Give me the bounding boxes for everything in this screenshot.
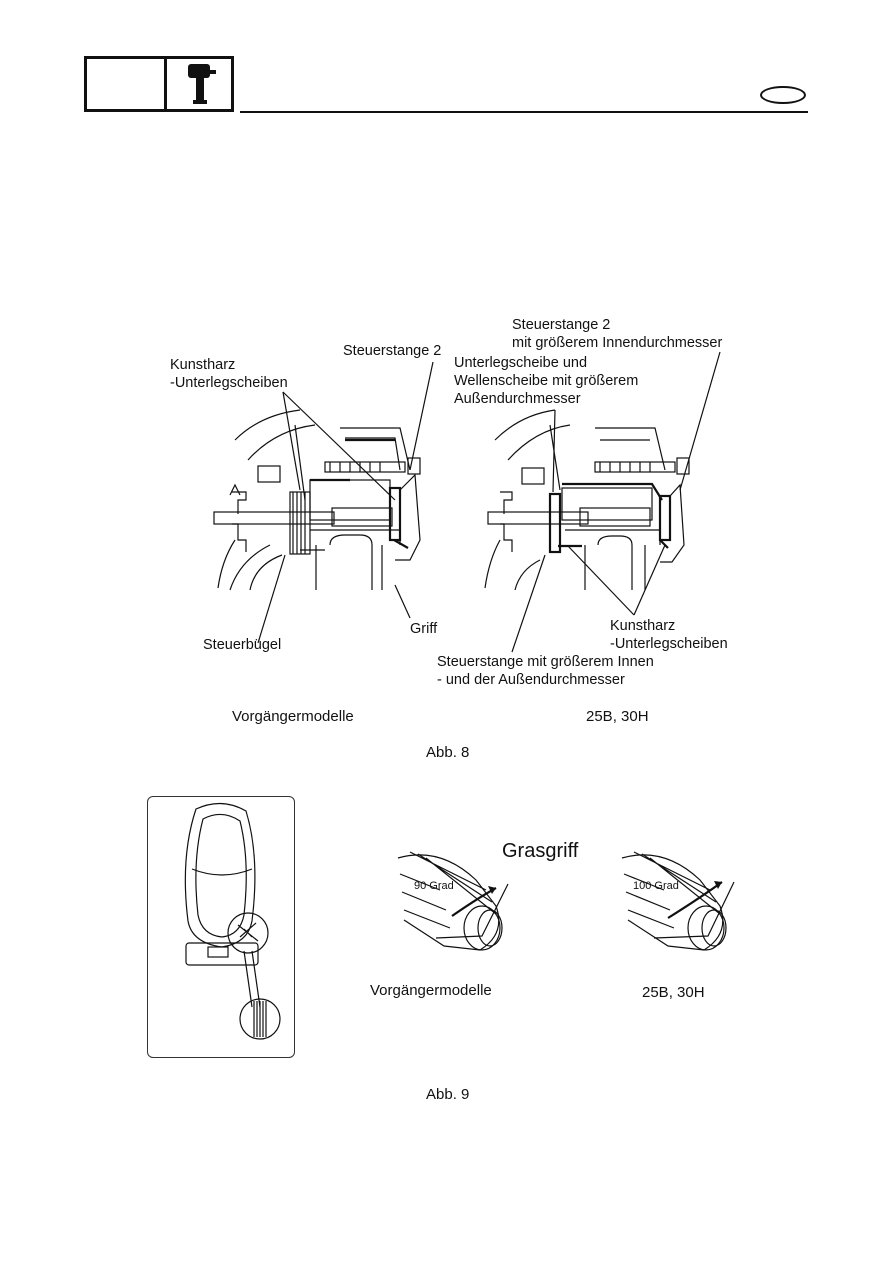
- caption-vorgaenger-fig9: Vorgängermodelle: [370, 982, 492, 999]
- label-kunstharz-left: Kunstharz -Unterlegscheiben: [170, 357, 288, 391]
- header-rule: [240, 111, 808, 113]
- label-kunstharz-right: Kunstharz -Unterlegscheiben: [610, 618, 728, 652]
- label-griff: Griff: [410, 621, 438, 637]
- tiller-handle-inset: [147, 796, 295, 1058]
- figure-label-abb9: Abb. 9: [426, 1086, 470, 1103]
- language-badge: [760, 86, 806, 104]
- tiller-handle-drawing: [184, 802, 281, 1040]
- label-steuerbuegel: Steuerbügel: [203, 637, 282, 653]
- caption-25b-30h-fig9: 25B, 30H: [642, 984, 705, 1001]
- chapter-header-box: [84, 56, 234, 112]
- grip-right-drawing: [621, 851, 735, 951]
- figure-label-abb8: Abb. 8: [426, 744, 470, 761]
- label-steuerstange2-left: Steuerstange 2: [343, 343, 442, 359]
- caption-25b-30h-fig8: 25B, 30H: [586, 708, 649, 725]
- figure8-right-assembly: [484, 409, 690, 591]
- angle-label-left: 90 Grad: [414, 880, 454, 892]
- grasgriff-title: Grasgriff: [502, 840, 579, 862]
- header-divider: [164, 56, 167, 112]
- grip-left-drawing: [397, 851, 509, 951]
- label-steuerstange2-right: Steuerstange 2 mit größerem Innendurchme…: [512, 317, 723, 351]
- figure8-left-assembly: [213, 409, 421, 591]
- outboard-motor-icon: [184, 62, 220, 106]
- caption-vorgaenger-fig8: Vorgängermodelle: [232, 708, 354, 725]
- angle-label-right: 100 Grad: [633, 880, 679, 892]
- label-unterlegscheibe: Unterlegscheibe und Wellenscheibe mit gr…: [454, 355, 639, 407]
- figure8-leaders: [257, 351, 721, 653]
- label-steuerstange-groesser: Steuerstange mit größerem Innen - und de…: [437, 654, 654, 688]
